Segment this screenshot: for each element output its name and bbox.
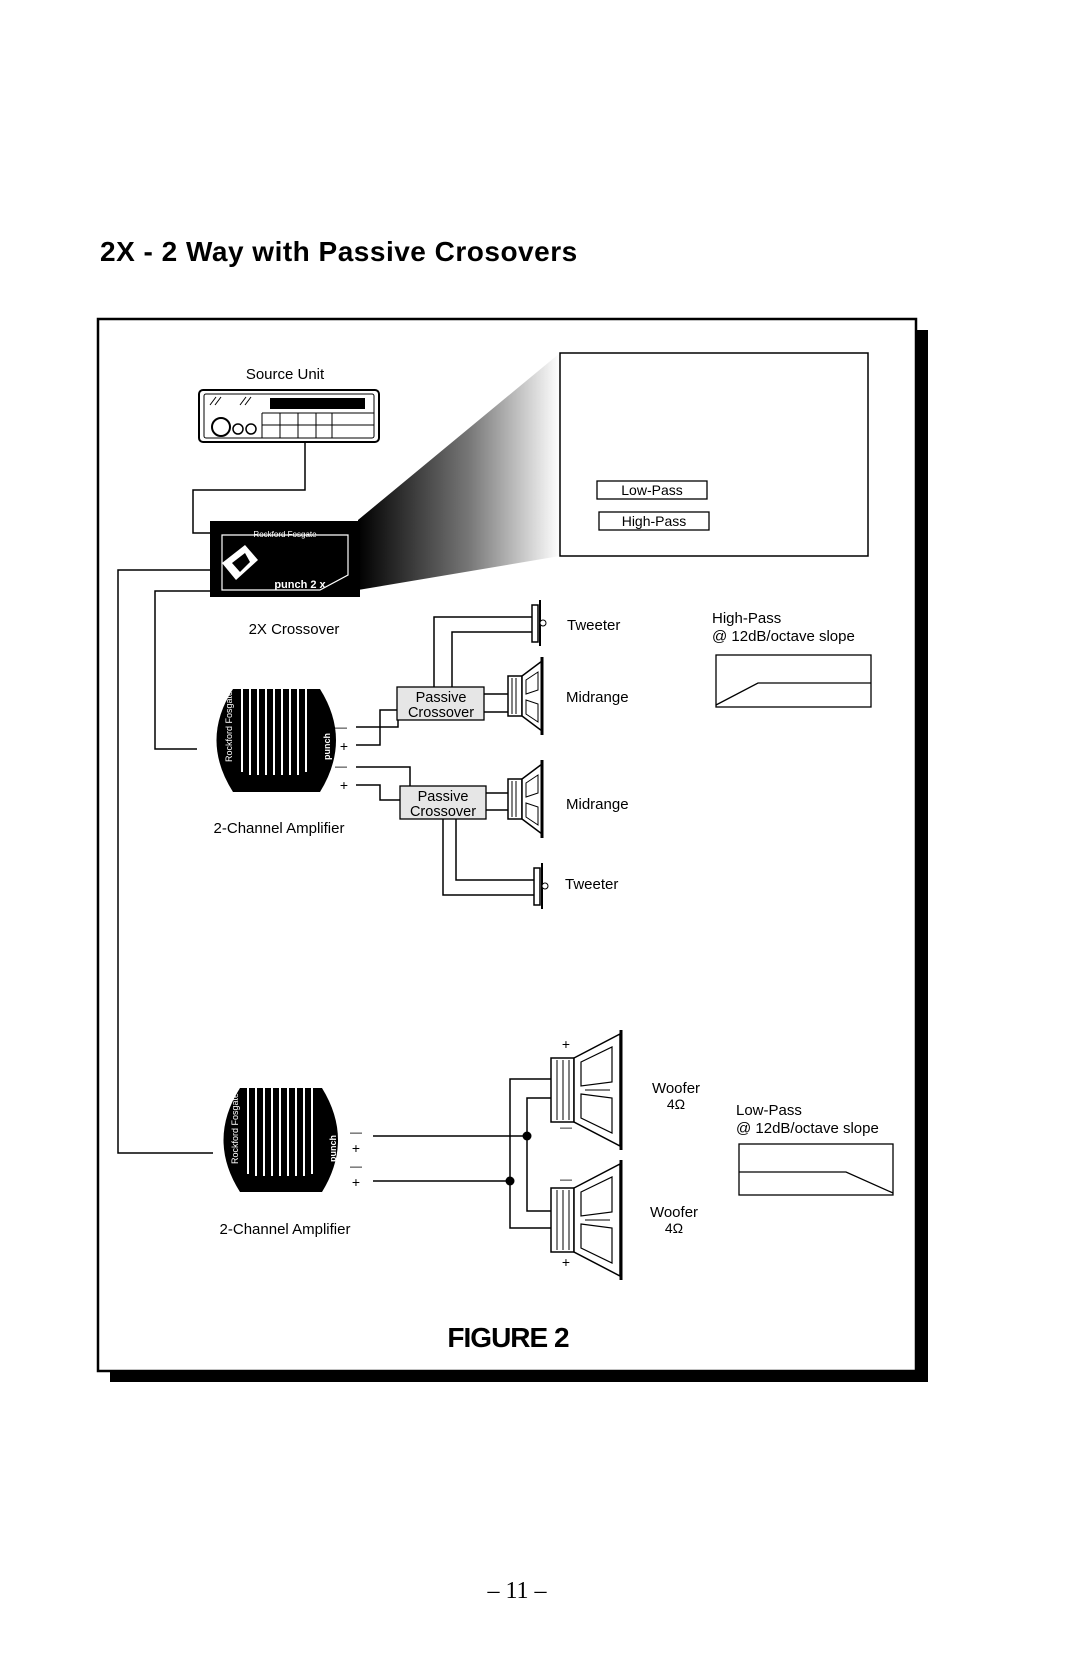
high-pass-curve (715, 682, 871, 706)
high-pass-switch (598, 511, 710, 531)
woofer-bottom-plus: + (562, 1254, 570, 1270)
tweeter-bottom-speaker (533, 863, 549, 909)
woofer-top-label: Woofer (652, 1080, 700, 1097)
woofer-top-plus: + (562, 1036, 570, 1052)
amp-1-terminal-2-plus: + (340, 777, 348, 793)
wire-woofer-a (509, 1078, 551, 1181)
crossover-brand-text: Rockford Fosgate (253, 530, 317, 539)
source-unit (198, 389, 380, 443)
woofer-top-speaker (550, 1030, 623, 1150)
woofer-top-minus: — (560, 1120, 572, 1134)
page-number: – 11 – (487, 1578, 547, 1604)
wire-amp1-ch2-minus (356, 766, 411, 790)
wire-woofer-d (509, 1181, 551, 1229)
low-pass-graph (738, 1143, 894, 1196)
page-title: 2X - 2 Way with Passive Crosovers (100, 236, 578, 267)
amp-1-label: 2-Channel Amplifier (214, 820, 345, 837)
passive-crossover-1-line2: Crossover (408, 705, 474, 721)
amplifier-1: Rockford Fosgate punch (216, 689, 336, 792)
crossover-unit: Rockford Fosgate punch 2 x (210, 521, 360, 597)
woofer-top-impedance: 4Ω (667, 1096, 685, 1112)
wire-xover2-tweeter-b (442, 819, 534, 896)
amp-2-terminal-1-plus: + (352, 1140, 360, 1156)
zoom-fan (358, 353, 560, 590)
high-pass-switch-label: High-Pass (622, 513, 687, 529)
wire-amp1-ch1-plus (356, 709, 397, 746)
passive-crossover-2-line1: Passive (418, 789, 469, 805)
wire-xover1-tweeter-b (451, 631, 532, 687)
low-pass-curve (739, 1171, 894, 1194)
source-unit-label: Source Unit (246, 366, 325, 383)
woofer-bottom-impedance: 4Ω (665, 1220, 683, 1236)
amp-1-terminal-2-minus: — (335, 759, 347, 773)
tweeter-top-label: Tweeter (567, 617, 620, 634)
figure-label: FIGURE 2 (447, 1322, 569, 1353)
passive-crossover-1-line1: Passive (416, 690, 467, 706)
wire-amp1-ch2-plus (356, 784, 400, 801)
tweeter-bottom-label: Tweeter (565, 876, 618, 893)
high-pass-graph-slope: @ 12dB/octave slope (712, 628, 855, 645)
passive-crossover-2-line2: Crossover (410, 804, 476, 820)
midrange-bottom-speaker (507, 760, 544, 838)
wire-xover1-tweeter-a (433, 616, 532, 687)
low-pass-graph-slope: @ 12dB/octave slope (736, 1120, 879, 1137)
amp-1-badge: punch (322, 733, 332, 760)
passive-crossover-1 (396, 686, 485, 721)
woofer-bottom-speaker (550, 1160, 623, 1280)
wire-xover2-tweeter-a (455, 819, 534, 881)
woofer-bottom-label: Woofer (650, 1204, 698, 1221)
midrange-top-speaker (507, 657, 544, 735)
amp-2-label: 2-Channel Amplifier (220, 1221, 351, 1238)
tweeter-top-speaker (531, 600, 547, 646)
midrange-bottom-label: Midrange (566, 796, 629, 813)
wire-woofer-c (526, 1136, 551, 1212)
low-pass-switch-label: Low-Pass (621, 482, 682, 498)
midrange-top-label: Midrange (566, 689, 629, 706)
crossover-model-text: punch 2 x (274, 579, 326, 591)
low-pass-graph-title: Low-Pass (736, 1102, 802, 1119)
amp-2-terminal-1-minus: — (350, 1125, 362, 1139)
low-pass-switch (596, 480, 708, 500)
wire-crossover-to-amp-top (154, 590, 212, 750)
amplifier-2: Rockford Fosgate punch (223, 1088, 338, 1192)
amp-1-terminal-1-minus: — (335, 720, 347, 734)
amp-2-brand-text: Rockford Fosgate (230, 1093, 240, 1164)
wire-source-to-crossover (192, 443, 306, 534)
wire-woofer-b (526, 1097, 551, 1136)
passive-crossover-2 (399, 785, 487, 820)
amp-1-terminal-1-plus: + (340, 738, 348, 754)
amp-2-badge: punch (328, 1135, 338, 1162)
amp-2-terminal-2-minus: — (350, 1159, 362, 1173)
amp-1-brand-text: Rockford Fosgate (224, 691, 234, 762)
woofer-bottom-minus: — (560, 1172, 572, 1186)
high-pass-graph-title: High-Pass (712, 610, 781, 627)
wire-crossover-to-amp-bottom (117, 569, 213, 1154)
high-pass-graph (715, 654, 872, 708)
amp-2-terminal-2-plus: + (352, 1174, 360, 1190)
crossover-unit-label: 2X Crossover (249, 621, 340, 638)
